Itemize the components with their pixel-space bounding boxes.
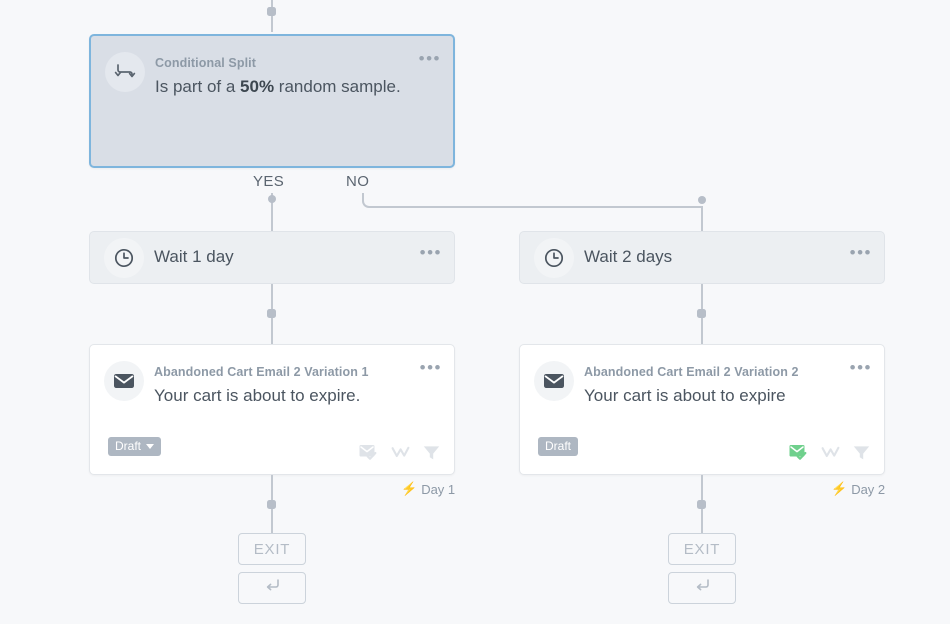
filter-icon[interactable] [423,445,440,461]
node-menu-button[interactable]: ••• [849,358,872,377]
node-conditional-split[interactable]: Conditional Split Is part of a 50% rando… [89,34,455,168]
connector-node-right-mid[interactable] [697,309,706,318]
title-suffix: random sample. [274,77,401,96]
node-email-left[interactable]: Abandoned Cart Email 2 Variation 1 Your … [89,344,455,475]
connector-node-left-exit[interactable] [267,500,276,509]
title-value: 50% [240,77,275,96]
bolt-icon: ⚡ [831,481,848,496]
daystamp-right: ⚡ Day 2 [831,481,885,497]
split-branch-icon [105,52,145,92]
envelope-icon [534,361,574,401]
loop-button-left[interactable] [238,572,306,604]
connector-node-yes[interactable] [268,195,276,203]
bolt-icon: ⚡ [401,481,418,496]
return-arrow-icon [694,578,711,598]
connector-node-left-mid[interactable] [267,309,276,318]
branch-label-yes: YES [253,173,285,190]
node-menu-button[interactable]: ••• [419,243,442,262]
node-wait-right[interactable]: Wait 2 days ••• [519,231,885,284]
email-sent-check-icon[interactable] [359,444,378,461]
daystamp-label: Day 2 [851,481,886,497]
node-title: Your cart is about to expire [584,386,786,405]
node-title: Wait 1 day [154,247,234,266]
connector-node-top[interactable] [267,7,276,16]
daystamp-left: ⚡ Day 1 [401,481,455,497]
node-menu-button[interactable]: ••• [418,49,441,68]
node-wait-left[interactable]: Wait 1 day ••• [89,231,455,284]
card-actions [789,444,870,461]
node-menu-button[interactable]: ••• [849,243,872,262]
return-arrow-icon [264,578,281,598]
status-badge-label: Draft [115,439,142,453]
exit-button-right[interactable]: EXIT [668,533,736,565]
daystamp-label: Day 1 [421,481,456,497]
envelope-icon [104,361,144,401]
title-prefix: Is part of a [155,77,241,96]
connector-top [271,0,273,32]
card-actions [359,444,440,461]
split-path-icon[interactable] [821,445,840,460]
clock-icon [534,238,574,278]
node-title: Wait 2 days [584,247,673,266]
node-email-right[interactable]: Abandoned Cart Email 2 Variation 2 Your … [519,344,885,475]
node-kicker: Abandoned Cart Email 2 Variation 1 [154,365,369,379]
node-kicker: Conditional Split [155,56,256,70]
branch-label-no: NO [346,173,370,190]
node-kicker: Abandoned Cart Email 2 Variation 2 [584,365,799,379]
connector-node-no[interactable] [698,196,706,204]
exit-button-left[interactable]: EXIT [238,533,306,565]
connector-no-horizontal [375,206,702,208]
connector-yes [271,193,273,233]
status-badge[interactable]: Draft [108,437,162,456]
node-title: Your cart is about to expire. [154,386,361,405]
connector-no-corner [362,193,376,208]
node-title: Is part of a 50% random sample. [155,77,401,97]
status-badge[interactable]: Draft [538,437,579,456]
chevron-down-icon [146,444,155,449]
email-sent-check-icon[interactable] [789,444,808,461]
clock-icon [104,238,144,278]
status-badge-label: Draft [545,439,572,453]
connector-node-right-exit[interactable] [697,500,706,509]
loop-button-right[interactable] [668,572,736,604]
connector-no-vertical [701,206,703,233]
split-path-icon[interactable] [391,445,410,460]
filter-icon[interactable] [853,445,870,461]
node-menu-button[interactable]: ••• [419,358,442,377]
